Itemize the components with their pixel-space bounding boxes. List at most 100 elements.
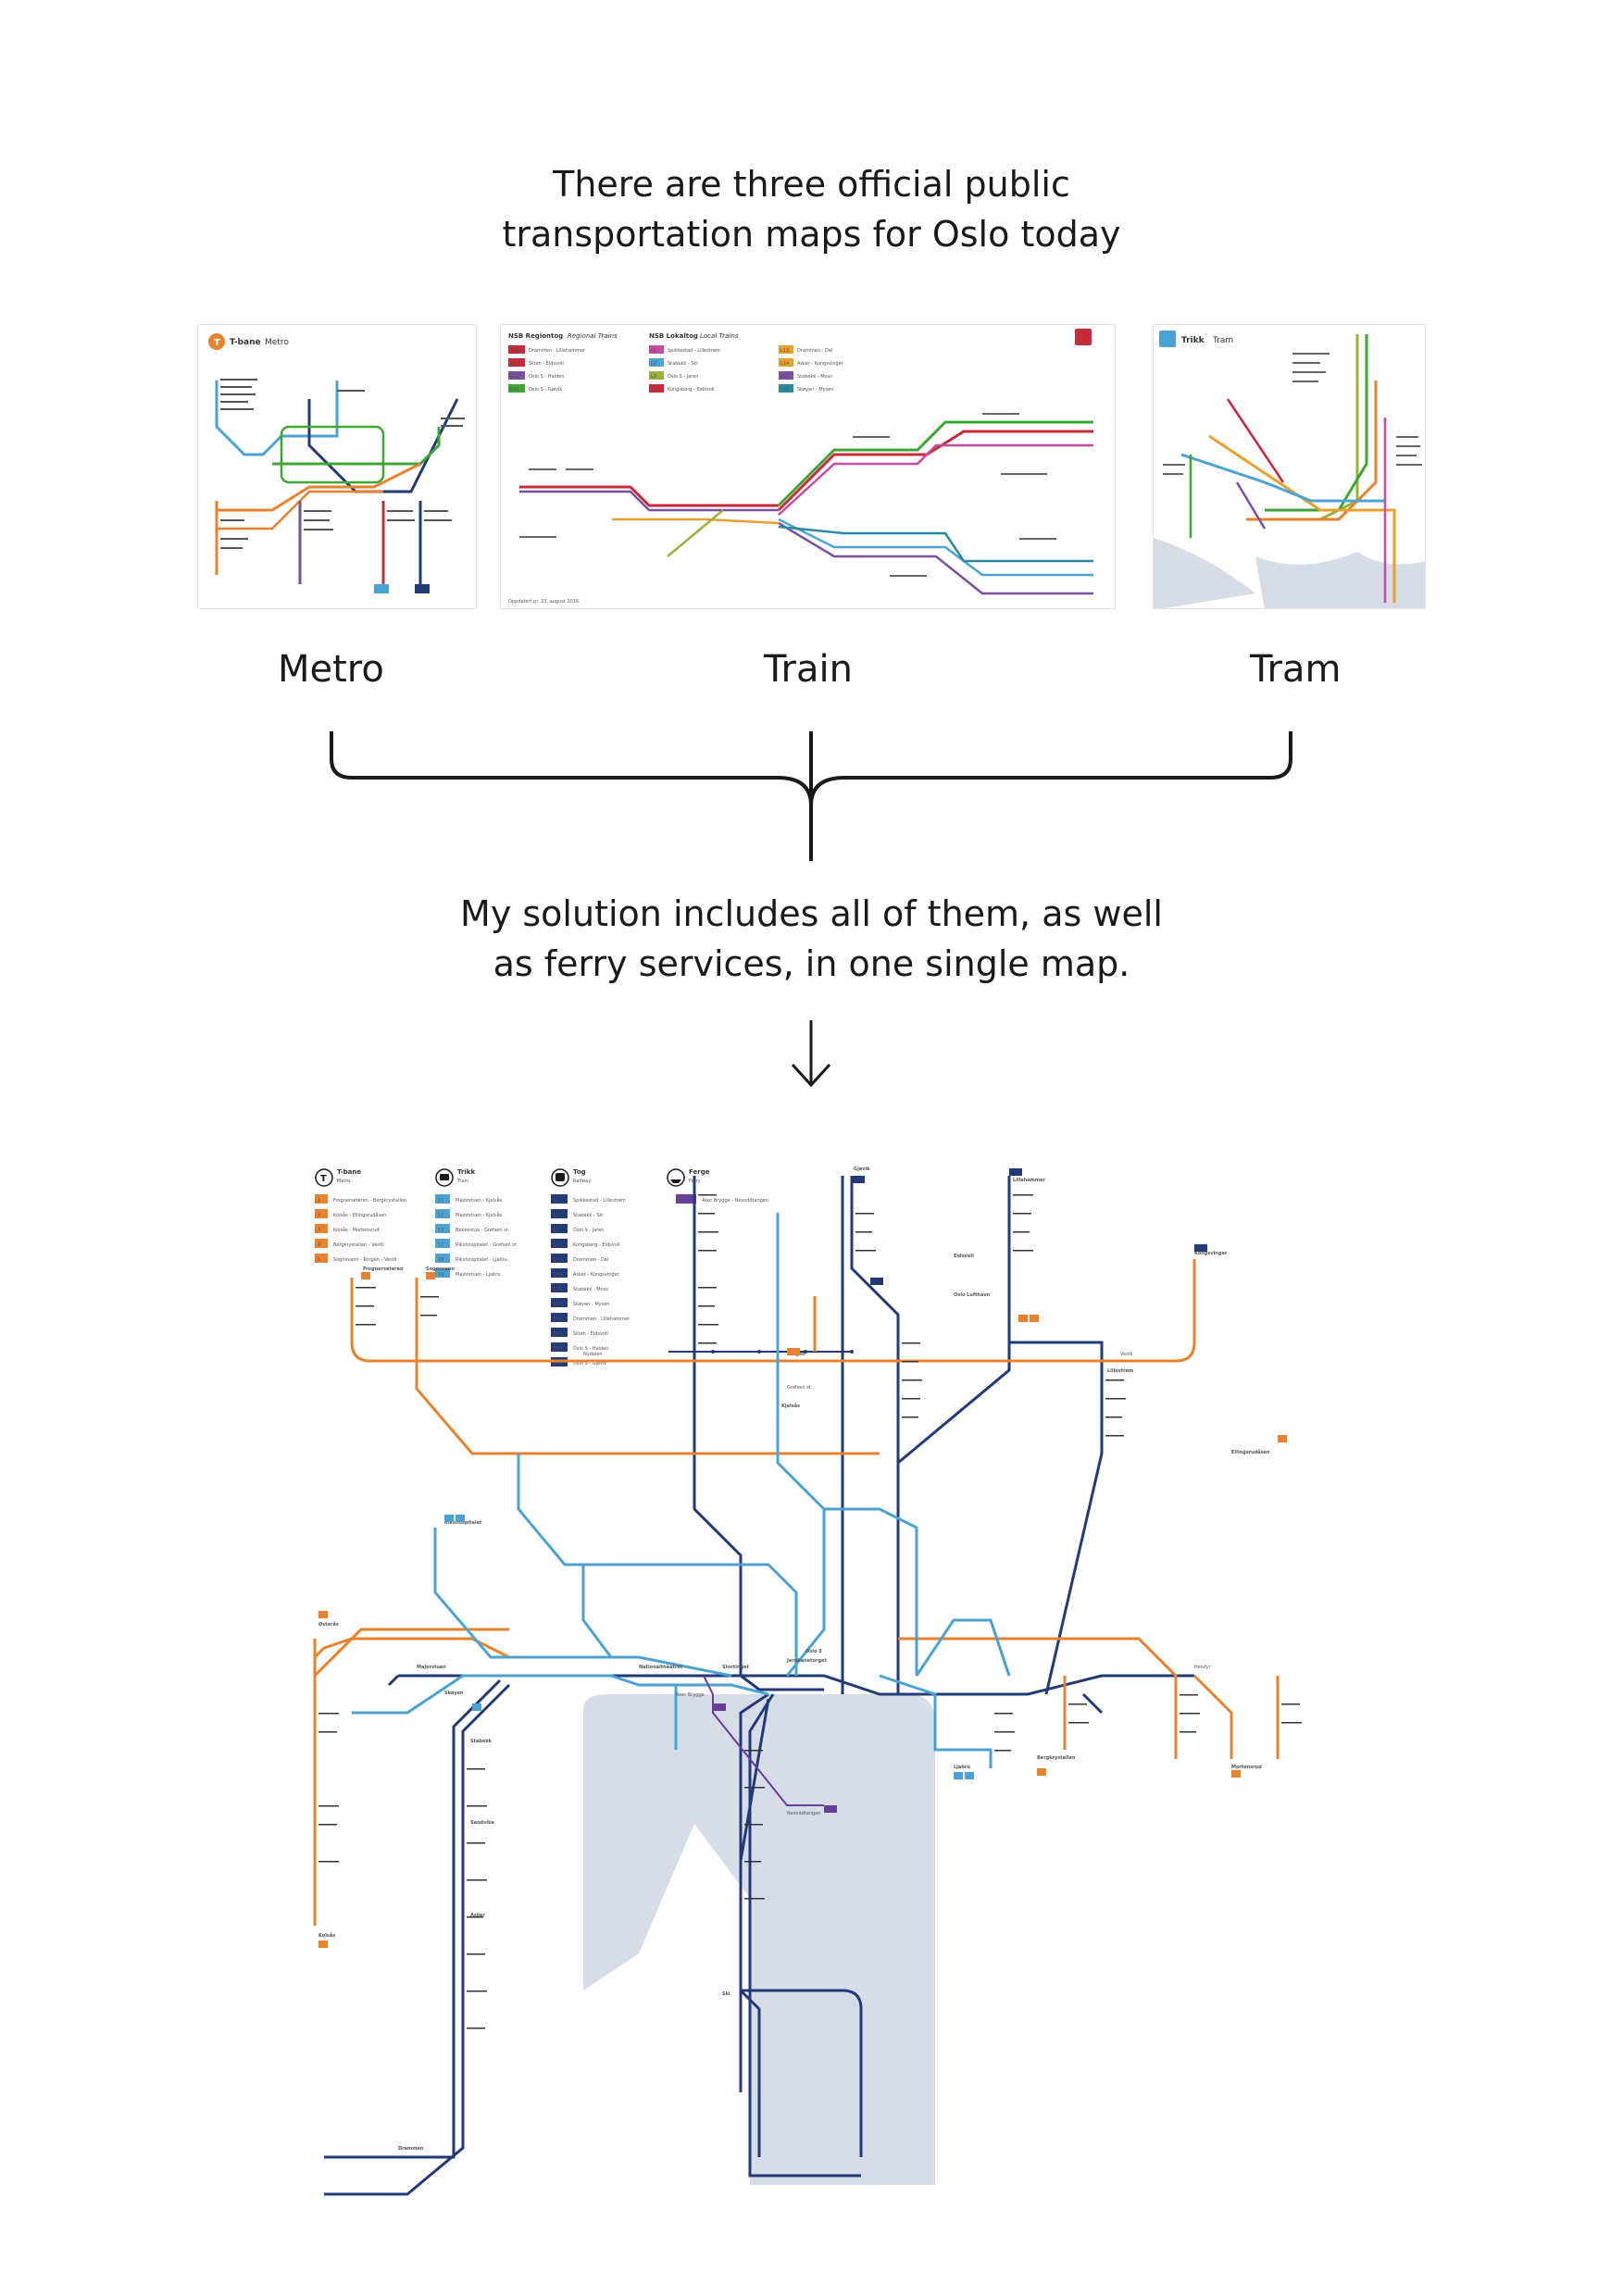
train-label: Train [764,648,853,691]
legend-tram-line-label: Majorstuen - Ljabru [456,1272,500,1278]
legend-train-title: Tog [573,1168,586,1176]
svg-text:R20: R20 [510,374,519,380]
station-ljabru: Ljabru [954,1765,970,1770]
metro-map-thumbnail: T T-bane Metro [197,324,477,609]
legend-train-line-badge [551,1254,568,1263]
legend-train-line-badge [551,1298,568,1307]
legend-metro-line-label: Frognerseteren - Bergkrystallen [333,1198,406,1204]
legend-train-line-badge [551,1268,568,1278]
station-stortinget: Stortinget [722,1665,750,1670]
legend-train-line-number: R20 [554,1346,563,1352]
legend-train-line-badge [551,1224,568,1233]
outro-line-1: My solution includes all of them, as wel… [460,893,1163,934]
legend-train-line-label: Skien - Eidsvoll [573,1331,608,1337]
train-legend-icon [551,1168,569,1187]
svg-text:B10: B10 [679,1198,688,1204]
legend-train-line-number: R11 [554,1331,563,1337]
svg-text:L1: L1 [651,348,656,354]
legend-train-line-label: Stabekk - Moss [573,1287,608,1292]
legend-train-line-label: Asker - Kongsvinger [573,1272,620,1278]
legend-train-line-badge [551,1283,568,1292]
station-eidsvoll: Eidsvoll [954,1254,974,1259]
station-ellingsrudasen: Ellingsrudåsen [1231,1449,1270,1455]
station-nydalen: Nydalen [583,1352,603,1357]
legend-metro-line-badge [315,1239,328,1248]
legend-tram-line-badge [435,1224,450,1233]
train-thumb-title2-sub: Local Trains [700,332,739,340]
legend-metro-line-number: 4 [318,1242,320,1248]
legend-tram-line-number: 18 [438,1257,443,1263]
train-thumb-title1: NSB Regiontog [508,332,563,340]
legend-train-line-number: L1 [554,1198,559,1204]
station-aker-brygge: Aker Brygge [676,1692,705,1698]
tram-map-drawing: Trikk Tram [1154,331,1425,608]
metro-logo-icon [208,333,225,350]
legend-metro-sub: Metro [337,1179,350,1184]
ferry-line [703,1675,824,1806]
down-arrow-icon [791,1020,831,1088]
train-map-thumbnail: NSB Regiontog Regional Trains NSB Lokalt… [500,324,1116,609]
train-map-drawing: NSB Regiontog Regional Trains NSB Lokalt… [508,329,1093,605]
svg-text:Asker - Kongsvinger: Asker - Kongsvinger [797,361,844,367]
legend-train-sub: Railway [573,1179,591,1184]
legend-metro-line-number: 5 [318,1257,320,1263]
svg-text:L22: L22 [780,387,789,393]
tram-logo-icon [1159,331,1176,347]
intro-line-2: transportation maps for Oslo today [502,214,1121,255]
station-frognerseteren: Frognerseteren [363,1267,404,1272]
intro-text: There are three official public transpor… [0,159,1623,259]
legend-train-line-number: L22 [554,1302,562,1307]
legend-train-line-badge [551,1313,568,1322]
station-sognsvann: Sognsvann [426,1267,455,1272]
ferry-legend-icon [667,1168,685,1187]
svg-text:L13: L13 [780,348,789,354]
legend-train-line-number: L12 [554,1242,562,1248]
legend-train-line-badge [551,1209,568,1218]
station-mortensrud: Mortensrud [1231,1765,1262,1770]
metro-lines [313,1259,1280,1926]
metro-label: Metro [278,648,384,691]
station-lillestrom: Lillestrøm [1107,1368,1133,1374]
legend-metro-line-badge [315,1254,328,1263]
station-rikshospitalet: Rikshospitalet [444,1520,482,1526]
legend-train-line-label: Skøyen - Mysen [573,1302,609,1307]
svg-text:Aker Brygge - Nesoddtangen: Aker Brygge - Nesoddtangen [702,1198,768,1204]
legend-train-line-badge [551,1342,568,1352]
station-nesoddtangen: Nesoddtangen [787,1811,820,1816]
legend-train-line-label: Oslo S - Halden [573,1346,608,1352]
legend-tram-line-label: Bekkestua - Grefsen st. [456,1228,510,1233]
station-osteras: Østerås [318,1621,339,1628]
station-grefsen: Grefsen st. [787,1385,813,1391]
svg-text:L3: L3 [651,374,656,380]
legend-train-line-label: Oslo S - Jaren [573,1228,604,1233]
legend-train-line-badge [551,1328,568,1337]
curly-brace [330,731,1292,861]
svg-text:R11: R11 [510,361,519,367]
nsb-logo-icon [1075,329,1092,345]
legend-metro-line-number: 2 [318,1213,320,1218]
legend-train-line-number: L14 [554,1272,562,1278]
svg-text:L12: L12 [651,387,659,393]
train-thumb-title1-sub: Regional Trains [568,332,618,340]
legend-train-line-label: Oslo S - Gjøvik [573,1361,606,1366]
station-asker: Asker [470,1913,485,1918]
svg-text:Oslo S - Jaren: Oslo S - Jaren [668,374,698,380]
tram-lines [352,1213,1011,1768]
legend-tram-line-label: Rikshospitalet - Grefsen st. [456,1242,518,1248]
legend-train-line-label: Kongsberg - Eidsvoll [573,1242,620,1248]
station-oslo-lufthavn: Oslo Lufthavn [954,1292,991,1298]
svg-text:Drammen - Lillehammer: Drammen - Lillehammer [529,348,586,354]
metro-legend-icon [315,1168,333,1187]
oslofjord-water [583,1694,935,2185]
station-oslo-s: Oslo S [805,1649,822,1654]
station-kongsvinger: Kongsvinger [1194,1251,1228,1256]
legend-tram-line-badge [435,1239,450,1248]
legend-metro-line-badge [315,1209,328,1218]
legend-train-line-label: Stabekk - Ski [573,1213,604,1218]
svg-text:Stabekk - Moss: Stabekk - Moss [797,374,832,380]
legend-metro-line-number: 1 [318,1198,320,1204]
station-labels: Frognerseteren Sognsvann Lillehammer Kon… [318,1167,1270,2152]
legend-tram-line-badge [435,1268,450,1278]
station-vestli: Vestli [1120,1352,1132,1357]
